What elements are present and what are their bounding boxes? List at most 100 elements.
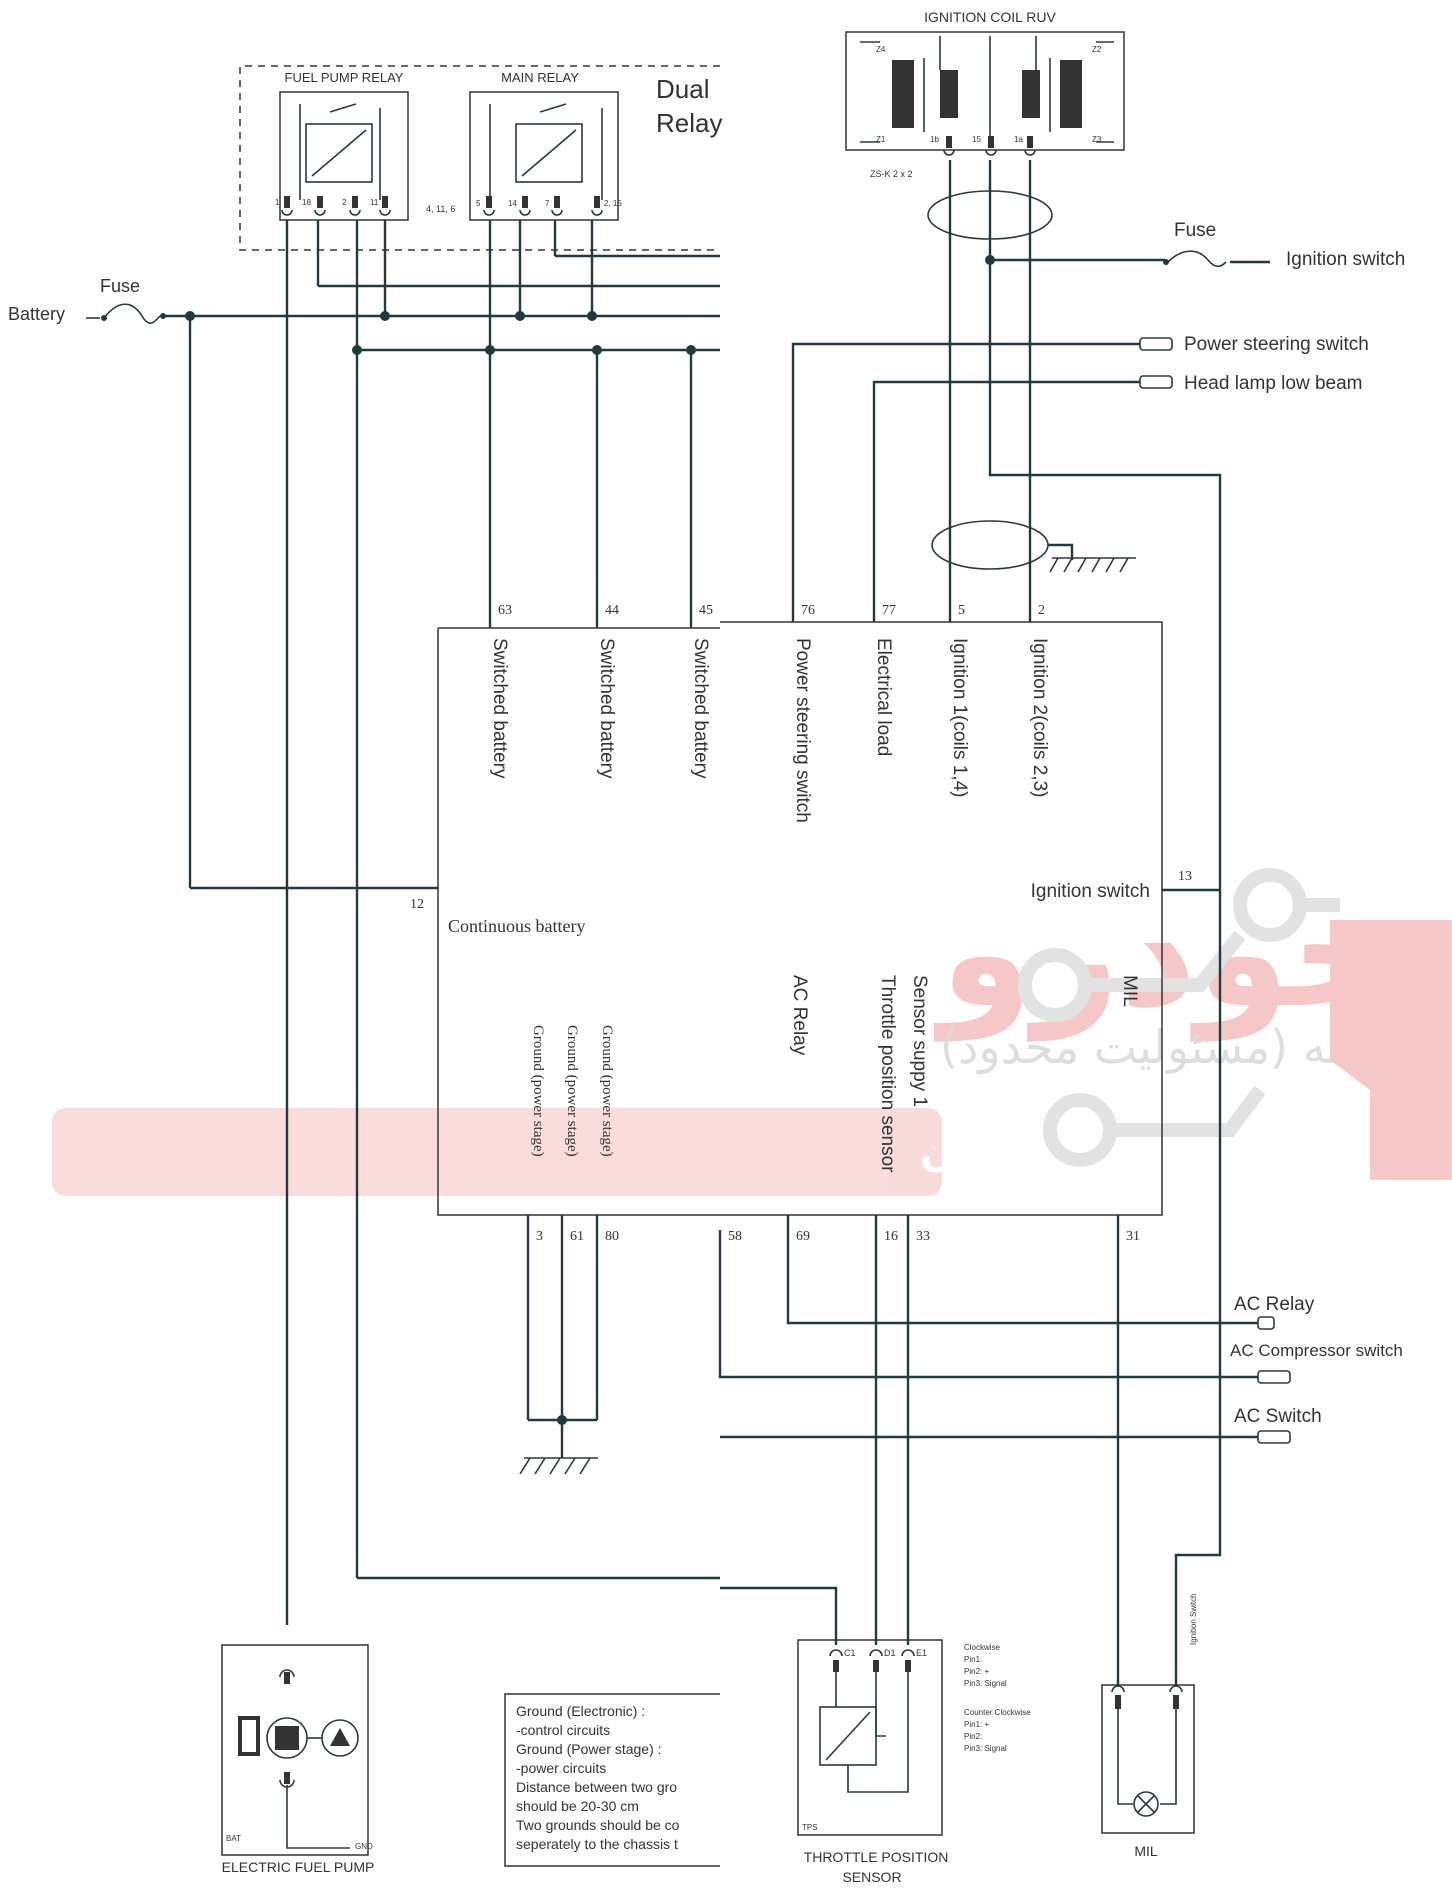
ecu-pin-12-num: 12 bbox=[410, 897, 424, 912]
ground-note-line: -control circuits bbox=[516, 1722, 610, 1738]
watermark-car-shape bbox=[1330, 920, 1452, 1180]
mil-box bbox=[1101, 1684, 1195, 1834]
mil-label: MIL bbox=[1134, 1843, 1158, 1859]
junction-dots bbox=[185, 255, 995, 1425]
ecu-pin-number: 33 bbox=[916, 1229, 930, 1244]
watermark-company: شرکت دیجیتال خودرو سامانه (مسئولیت محدود… bbox=[940, 1020, 1452, 1075]
ac-compressor-label: AC Compressor switch bbox=[1230, 1341, 1403, 1360]
tps-note-ccw: Pin1: + bbox=[964, 1720, 989, 1729]
wires bbox=[165, 160, 1258, 1685]
tps-note-ccw: Counter Clockwise bbox=[964, 1708, 1031, 1717]
fp-pin-3: 2 bbox=[342, 198, 347, 207]
main-relay-terminals: 4, 11, 6 5 14 7 2, 15 bbox=[426, 196, 622, 216]
head-lamp-label: Head lamp low beam bbox=[1184, 373, 1362, 394]
ecu-bottom-pins: 3 Ground (power stage) 61 Ground (power sta… bbox=[530, 975, 1140, 1244]
ignition-coil-box bbox=[845, 31, 1125, 151]
tps-box bbox=[797, 1639, 943, 1836]
ground-note-line: Ground (Electronic) : bbox=[516, 1703, 645, 1719]
fuse-right-label: Fuse bbox=[1174, 220, 1216, 241]
tps-note-cw: Pin2: + bbox=[964, 1667, 989, 1676]
fuel-pump-relay-box bbox=[279, 91, 409, 221]
watermark-slogan: اولین سامانه دیجیتال تعمیرکاران خودرو در… bbox=[920, 1130, 1452, 1176]
tps-note-cw: Clockwise bbox=[964, 1643, 1001, 1652]
fuel-pump-relay: FUEL PUMP RELAY 1 18 2 11 bbox=[275, 70, 409, 221]
dual-relay-block: Dual Relay FUEL PUMP RELAY 1 18 2 11 MAI… bbox=[239, 65, 722, 251]
fuel-pump-relay-coil bbox=[305, 123, 373, 183]
ac-switch-label: AC Switch bbox=[1234, 1406, 1322, 1427]
ground-note-line: Ground (Power stage) : bbox=[516, 1741, 662, 1757]
tps-note-ccw: Pin3: Signal bbox=[964, 1744, 1007, 1753]
ecu-pin-number: 61 bbox=[570, 1229, 584, 1244]
ecu-pin-number: 31 bbox=[1126, 1229, 1140, 1244]
ecu-pin-number: 76 bbox=[801, 603, 815, 618]
ecu-pin-number: 77 bbox=[882, 603, 896, 618]
watermark: دیجیتال خودرو شرکت دیجیتال خودرو سامانه … bbox=[52, 867, 1452, 1196]
tps-pin-e1: E1 bbox=[916, 1648, 927, 1658]
power-steering-connector bbox=[1139, 337, 1173, 351]
coil-label-z2: Z2 bbox=[1092, 45, 1102, 54]
fp-pin-1: 1 bbox=[275, 198, 280, 207]
battery-label: Battery bbox=[8, 304, 65, 324]
main-pin-2: 5 bbox=[476, 199, 481, 208]
ac-relay-connector bbox=[1257, 1316, 1275, 1330]
fp-pin-4: 11 bbox=[370, 198, 379, 207]
ecu-pin-label: Switched battery bbox=[690, 638, 711, 779]
main-pin-5: 2, 15 bbox=[604, 199, 622, 208]
ground-note: Ground (Electronic) : -control circuitsGr… bbox=[504, 1693, 720, 1867]
ignition-coil: IGNITION COIL RUV Z4 Z2 Z1 Z3 1b 15 1a Z… bbox=[845, 9, 1125, 179]
dual-relay-outline bbox=[239, 65, 720, 251]
fuel-pump-label: ELECTRIC FUEL PUMP bbox=[222, 1859, 375, 1875]
mil-bulb-icon bbox=[1133, 1791, 1159, 1817]
mil-lamp: MIL Ignition Switch bbox=[1101, 1593, 1198, 1859]
fuel-pump-relay-terminals: 1 18 2 11 bbox=[275, 196, 391, 216]
ac-relay-label: AC Relay bbox=[1234, 1294, 1315, 1315]
ecu-pin-label: AC Relay bbox=[789, 975, 810, 1056]
ecu-pin-label: Ground (power stage) bbox=[564, 1025, 580, 1157]
fuel-pump-pin-gnd: GND bbox=[355, 1842, 373, 1851]
ecu-pin-label: Switched battery bbox=[596, 638, 617, 779]
ecu-pin-label: Sensor suppy 1 bbox=[909, 975, 930, 1107]
tps-note-cw: Pin1: bbox=[964, 1655, 982, 1664]
ecu-pin-number: 16 bbox=[884, 1229, 898, 1244]
ignition-coil-title: IGNITION COIL RUV bbox=[924, 9, 1056, 25]
ecu-pin-label: Throttle position sensor bbox=[877, 975, 898, 1173]
ecu-pin-label: Ground (power stage) bbox=[530, 1025, 546, 1157]
main-relay: MAIN RELAY 4, 11, 6 5 14 7 2, 15 bbox=[426, 70, 622, 221]
coil-label-z3: Z3 bbox=[1092, 135, 1102, 144]
ac-compressor-connector bbox=[1257, 1370, 1291, 1384]
ground-note-line: seperately to the chassis t bbox=[516, 1836, 678, 1852]
ecu-pin-12-label: Continuous battery bbox=[448, 916, 586, 936]
fuel-pump-pin-bat: BAT bbox=[226, 1834, 241, 1843]
watermark-car-logo bbox=[1018, 868, 1340, 1167]
ecu-pin-13-label: Ignition switch bbox=[1031, 881, 1150, 902]
tps-small-label: TPS bbox=[802, 1823, 818, 1832]
fp-pin-2: 18 bbox=[302, 198, 311, 207]
ground-note-line: should be 20-30 cm bbox=[516, 1798, 639, 1814]
tps-label-1: THROTTLE POSITION bbox=[804, 1849, 949, 1865]
watermark-banner bbox=[52, 1108, 942, 1196]
ecu-pin-number: 5 bbox=[958, 603, 965, 618]
throttle-position-sensor: C1 D1 E1 TPS THROTTLE POSITION SENSOR bbox=[797, 1639, 949, 1885]
coil-part-no: ZS-K 2 x 2 bbox=[870, 169, 913, 179]
ecu-pin-number: 2 bbox=[1038, 603, 1045, 618]
ecu-pin-label: Electrical load bbox=[873, 638, 894, 756]
ecu-pin-label: Ignition 1(coils 1,4) bbox=[949, 638, 970, 797]
power-steering-label: Power steering switch bbox=[1184, 334, 1369, 355]
connector-labels: Power steering switch Head lamp low beam… bbox=[1139, 334, 1403, 1444]
ecu-pin-number: 69 bbox=[796, 1229, 810, 1244]
coil-label-15: 15 bbox=[972, 135, 981, 144]
ground-note-line: Two grounds should be co bbox=[516, 1817, 680, 1833]
main-relay-title: MAIN RELAY bbox=[501, 70, 579, 85]
fuse-left-label: Fuse bbox=[100, 276, 140, 296]
ignition-fuse: Fuse Ignition switch bbox=[1163, 220, 1405, 270]
ecu-pin-number: 3 bbox=[536, 1229, 543, 1244]
main-pin-4: 7 bbox=[545, 199, 550, 208]
ecu-pin-13-num: 13 bbox=[1178, 869, 1192, 884]
coil-label-z4: Z4 bbox=[876, 45, 886, 54]
main-pin-3: 14 bbox=[508, 199, 517, 208]
fuse-left-icon bbox=[103, 303, 161, 324]
ecu-pin-label: Ground (power stage) bbox=[599, 1025, 615, 1157]
